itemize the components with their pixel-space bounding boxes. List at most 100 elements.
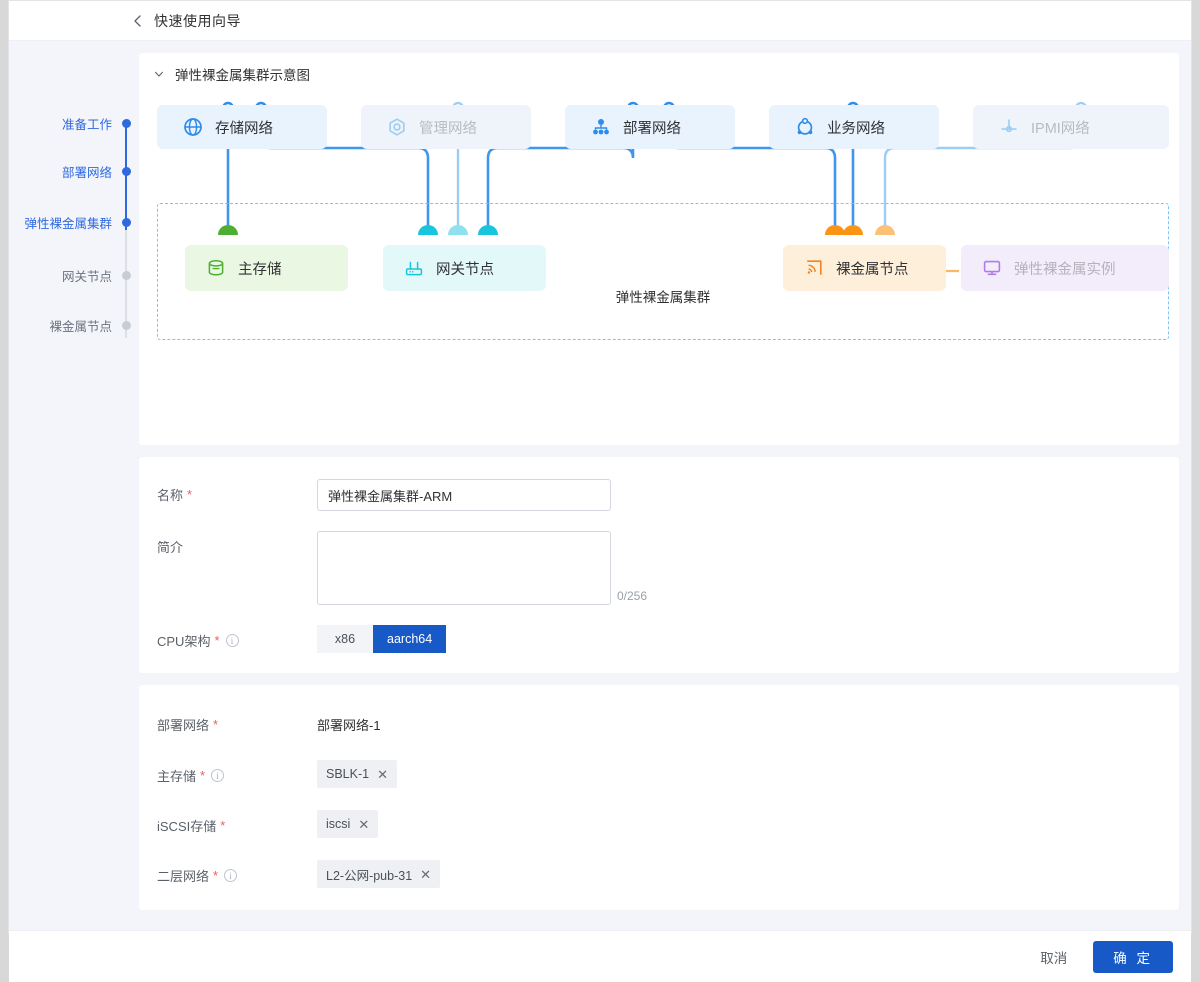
form-row-iscsi: iSCSI存储 * iscsi ✕ — [139, 810, 1179, 838]
step-label: 准备工作 — [62, 114, 112, 133]
label-text: 简介 — [157, 537, 183, 556]
bottom-spacer — [139, 922, 1191, 930]
close-icon[interactable]: ✕ — [377, 768, 388, 781]
sidebar-item-gateway-node[interactable]: 网关节点 — [9, 263, 139, 287]
deploy-network-label: 部署网络 * — [139, 709, 317, 734]
form-row-l2: 二层网络 * i L2-公网-pub-31 ✕ — [139, 860, 1179, 888]
required-marker: * — [214, 634, 219, 647]
sidebar-item-preparation[interactable]: 准备工作 — [9, 111, 139, 135]
ipmi-icon — [998, 116, 1020, 138]
baremetal-signal-icon — [803, 257, 825, 279]
node-label: 网关节点 — [436, 258, 494, 279]
network-box-storage[interactable]: 存储网络 — [157, 105, 327, 149]
cpu-arch-segmented: x86 aarch64 — [317, 625, 446, 653]
required-marker: * — [200, 769, 205, 782]
network-box-business[interactable]: 业务网络 — [769, 105, 939, 149]
diagram-card-header[interactable]: 弹性裸金属集群示意图 — [139, 53, 1179, 95]
window-header: 快速使用向导 — [9, 1, 1191, 41]
chevron-left-icon[interactable] — [131, 14, 145, 28]
wizard-body: 准备工作 部署网络 弹性裸金属集群 网关节点 裸金属节点 — [9, 41, 1191, 930]
tag-label: iscsi — [326, 817, 350, 831]
close-icon[interactable]: ✕ — [420, 868, 431, 881]
node-box-gateway[interactable]: 网关节点 — [383, 245, 546, 291]
form-row-cpu: CPU架构 * i x86 aarch64 — [139, 625, 1179, 653]
chevron-down-icon[interactable] — [153, 68, 165, 80]
node-label: 裸金属节点 — [836, 258, 909, 279]
main-storage-tag[interactable]: SBLK-1 ✕ — [317, 760, 397, 788]
intro-field-wrap: 0/256 — [317, 531, 647, 605]
steps-rail: 准备工作 部署网络 弹性裸金属集群 网关节点 裸金属节点 — [9, 41, 139, 930]
step-dot-icon — [122, 167, 131, 176]
label-text: iSCSI存储 — [157, 816, 216, 835]
label-text: 部署网络 — [157, 715, 209, 734]
form-row-name: 名称 * — [139, 479, 1179, 511]
form-row-main-storage: 主存储 * i SBLK-1 ✕ — [139, 760, 1179, 788]
form-row-intro: 简介 0/256 — [139, 531, 1179, 605]
diagram-card: 弹性裸金属集群示意图 — [139, 53, 1179, 445]
node-label: 主存储 — [238, 258, 282, 279]
network-box-deploy[interactable]: 部署网络 — [565, 105, 735, 149]
network-label: 管理网络 — [419, 117, 477, 138]
node-label: 弹性裸金属实例 — [1014, 258, 1116, 279]
cpu-option-x86[interactable]: x86 — [317, 625, 373, 653]
cpu-label: CPU架构 * i — [139, 625, 317, 650]
step-label: 部署网络 — [62, 162, 112, 181]
network-label: 业务网络 — [827, 117, 885, 138]
sidebar-item-baremetal-node[interactable]: 裸金属节点 — [9, 313, 139, 337]
l2-label: 二层网络 * i — [139, 860, 317, 885]
cluster-diagram: 存储网络 管理网络 部署网络 — [153, 95, 1165, 445]
node-box-baremetal[interactable]: 裸金属节点 — [783, 245, 946, 291]
network-label: 存储网络 — [215, 117, 273, 138]
step-label: 弹性裸金属集群 — [24, 213, 112, 232]
info-icon[interactable]: i — [211, 769, 224, 782]
step-dot-icon — [122, 218, 131, 227]
deploy-network-value: 部署网络-1 — [317, 709, 381, 734]
content-column: 弹性裸金属集群示意图 — [139, 41, 1191, 930]
node-box-main-storage[interactable]: 主存储 — [185, 245, 348, 291]
label-text: 主存储 — [157, 766, 196, 785]
l2-tag[interactable]: L2-公网-pub-31 ✕ — [317, 860, 440, 888]
main-storage-label: 主存储 * i — [139, 760, 317, 785]
required-marker: * — [213, 869, 218, 882]
required-marker: * — [213, 718, 218, 731]
network-box-ipmi[interactable]: IPMI网络 — [973, 105, 1169, 149]
basic-info-card: 名称 * 简介 0/256 CPU架构 — [139, 457, 1179, 673]
label-text: 二层网络 — [157, 866, 209, 885]
diagram-title: 弹性裸金属集群示意图 — [175, 64, 310, 84]
service-ring-icon — [794, 116, 816, 138]
tag-label: SBLK-1 — [326, 767, 369, 781]
router-icon — [403, 257, 425, 279]
network-label: 部署网络 — [623, 117, 681, 138]
info-icon[interactable]: i — [224, 869, 237, 882]
step-label: 裸金属节点 — [49, 316, 112, 335]
label-text: 名称 — [157, 485, 183, 504]
cancel-button[interactable]: 取消 — [1030, 941, 1077, 973]
sidebar-item-baremetal-cluster[interactable]: 弹性裸金属集群 — [9, 210, 139, 234]
iscsi-tag[interactable]: iscsi ✕ — [317, 810, 378, 838]
step-label: 网关节点 — [62, 266, 112, 285]
label-text: CPU架构 — [157, 631, 210, 650]
sitemap-icon — [590, 116, 612, 138]
tag-label: L2-公网-pub-31 — [326, 865, 412, 884]
target-hex-icon — [386, 116, 408, 138]
network-box-management[interactable]: 管理网络 — [361, 105, 531, 149]
network-storage-card: 部署网络 * 部署网络-1 主存储 * i SBLK-1 ✕ — [139, 685, 1179, 910]
wizard-window: 快速使用向导 准备工作 部署网络 弹性裸金属集群 网关节点 — [8, 0, 1192, 934]
globe-icon — [182, 116, 204, 138]
close-icon[interactable]: ✕ — [358, 818, 369, 831]
step-dot-icon — [122, 271, 131, 280]
intro-textarea[interactable] — [317, 531, 611, 605]
name-input[interactable] — [317, 479, 611, 511]
intro-char-counter: 0/256 — [617, 589, 647, 603]
sidebar-item-deploy-network[interactable]: 部署网络 — [9, 159, 139, 183]
name-label: 名称 * — [139, 479, 317, 504]
confirm-button[interactable]: 确 定 — [1093, 941, 1173, 973]
cpu-option-aarch64[interactable]: aarch64 — [373, 625, 446, 653]
info-icon[interactable]: i — [226, 634, 239, 647]
step-dot-icon — [122, 321, 131, 330]
step-dot-icon — [122, 119, 131, 128]
monitor-icon — [981, 257, 1003, 279]
node-box-baremetal-instance[interactable]: 弹性裸金属实例 — [961, 245, 1169, 291]
form-row-deploy-network: 部署网络 * 部署网络-1 — [139, 709, 1179, 734]
dialog-footer: 取消 确 定 — [9, 930, 1191, 982]
